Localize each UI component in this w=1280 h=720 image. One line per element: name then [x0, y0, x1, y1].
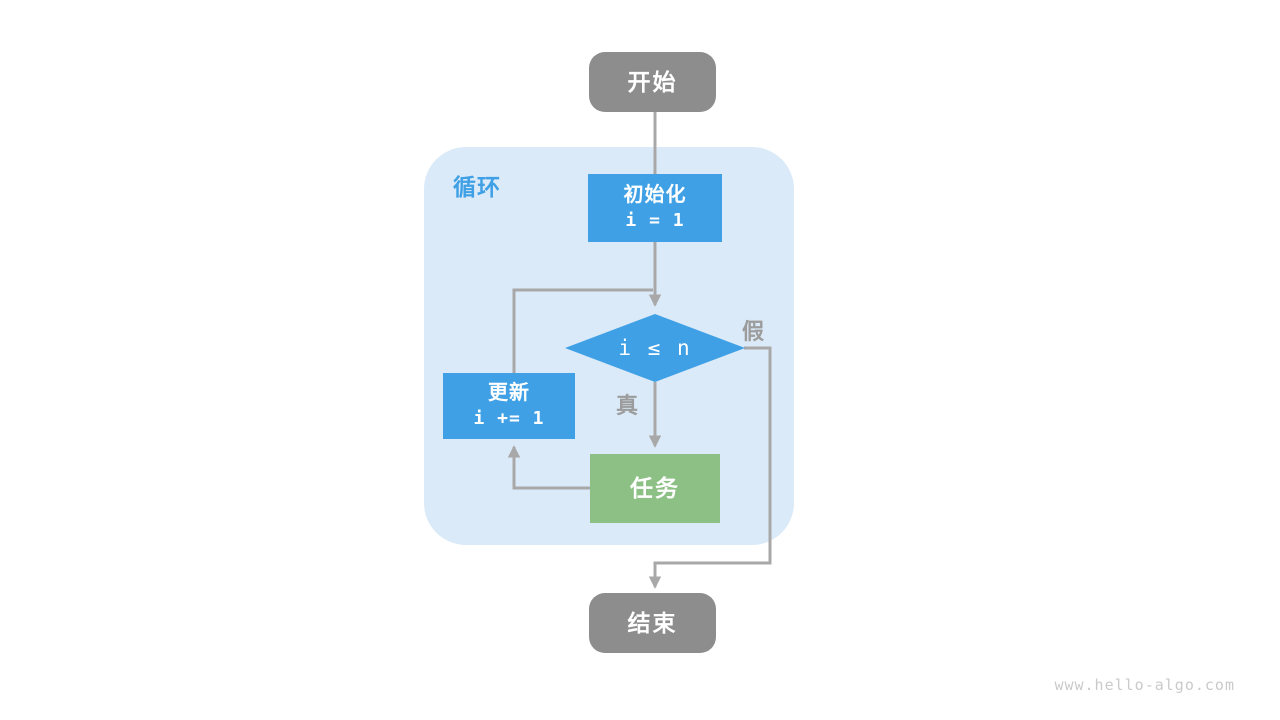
edge-update-condition: [512, 288, 653, 375]
init-node: 初始化 i = 1: [588, 174, 722, 242]
start-node: 开始: [589, 52, 716, 112]
init-node-code: i = 1: [625, 210, 685, 232]
watermark-text: www.hello-algo.com: [1054, 676, 1235, 694]
edge-condition-end: [648, 346, 772, 589]
condition-node-label: i ≤ n: [618, 336, 692, 360]
loop-region-label: 循环: [453, 174, 501, 200]
init-node-label: 初始化: [623, 184, 687, 207]
task-node: 任务: [590, 454, 720, 523]
true-branch-label: 真: [616, 393, 639, 418]
task-node-label: 任务: [630, 475, 680, 502]
update-node-label: 更新: [488, 382, 530, 405]
end-node-label: 结束: [627, 609, 678, 636]
false-branch-label: 假: [742, 319, 765, 344]
update-node: 更新 i += 1: [443, 373, 575, 439]
update-node-code: i += 1: [473, 408, 545, 430]
start-node-label: 开始: [627, 68, 678, 95]
end-node: 结束: [589, 593, 716, 653]
edge-task-update: [507, 445, 590, 490]
